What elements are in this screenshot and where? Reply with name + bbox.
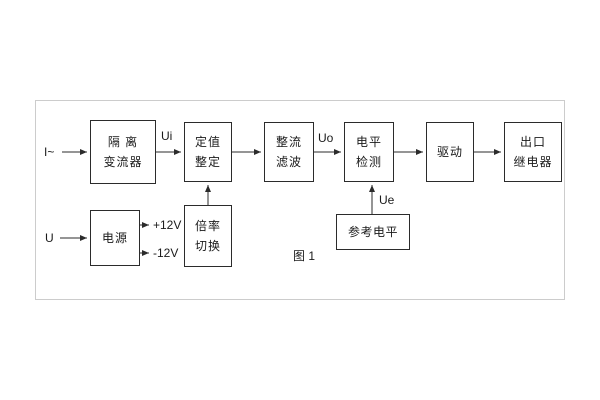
block-ratio-switch: 倍率 切换: [184, 205, 232, 267]
label-minus-12v: -12V: [153, 246, 179, 260]
block-text: 参考电平: [347, 225, 398, 239]
block-power-supply: 电源: [90, 210, 140, 266]
label-uo: Uo: [318, 131, 334, 145]
block-text: 检测: [355, 155, 382, 169]
figure-caption: 图 1: [293, 249, 316, 263]
label-ue: Ue: [379, 193, 395, 207]
label-plus-12v: +12V: [153, 218, 182, 232]
block-setting-adjust: 定值 整定: [184, 122, 232, 182]
block-isolation-transformer: 隔 离 变流器: [90, 120, 156, 184]
block-rectifier-filter: 整流 滤波: [264, 122, 314, 182]
block-text: 滤波: [275, 155, 302, 169]
block-text: 电平: [355, 135, 382, 149]
block-text: 变流器: [103, 155, 143, 169]
block-text: 出口: [519, 135, 546, 149]
block-text: 驱动: [436, 145, 463, 159]
figure-frame: [35, 100, 565, 300]
block-text: 隔 离: [107, 135, 139, 149]
block-text: 定值: [194, 135, 221, 149]
block-text: 电源: [101, 231, 128, 245]
label-input-current: I~: [44, 145, 55, 159]
block-text: 整流: [275, 135, 302, 149]
block-output-relay: 出口 继电器: [504, 122, 562, 182]
block-drive: 驱动: [426, 122, 474, 182]
block-reference-level: 参考电平: [336, 214, 410, 250]
block-text: 继电器: [513, 155, 553, 169]
block-text: 整定: [194, 155, 221, 169]
label-input-voltage: U: [45, 231, 54, 245]
block-text: 切换: [194, 239, 221, 253]
block-level-detect: 电平 检测: [344, 122, 394, 182]
block-text: 倍率: [194, 219, 221, 233]
label-ui: Ui: [161, 129, 173, 143]
